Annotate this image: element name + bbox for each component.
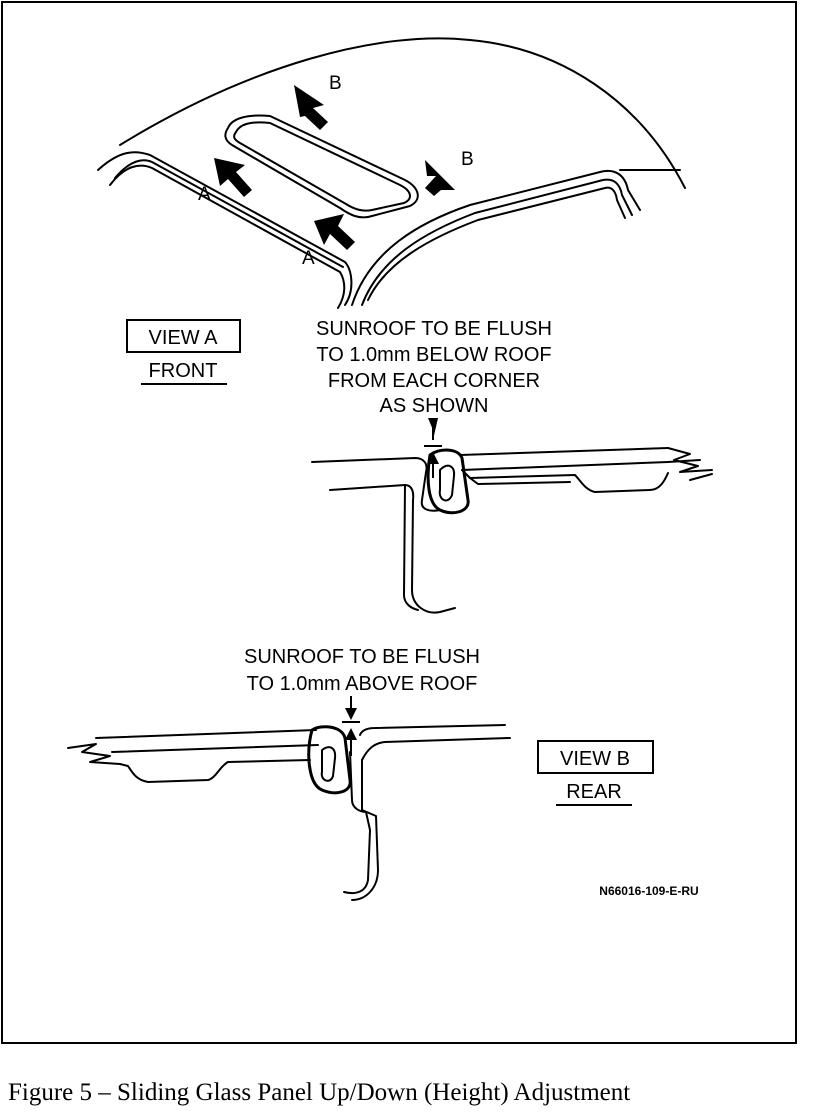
rear-label: REAR <box>566 781 622 803</box>
arrow-a-bottom-icon <box>314 214 355 250</box>
view-a-label: VIEW A <box>149 327 219 349</box>
arrow-b-right-icon <box>425 160 455 196</box>
view-b-box <box>537 740 654 774</box>
label-b-right: B <box>461 149 474 170</box>
cross-section-front <box>311 418 713 614</box>
note-a: SUNROOF TO BE FLUSH TO 1.0mm BELOW ROOF … <box>316 318 552 417</box>
label-a-bottom: A <box>302 248 315 269</box>
cross-section-rear <box>67 696 511 901</box>
dimension-b-arrow-up-icon <box>345 728 357 740</box>
front-label: FRONT <box>149 360 218 382</box>
label-b-top: B <box>329 73 342 94</box>
note-a-line-1: SUNROOF TO BE FLUSH <box>316 318 552 340</box>
view-b-label: VIEW B <box>560 748 630 770</box>
arrow-b-top-icon <box>294 85 328 130</box>
note-b-line-1: SUNROOF TO BE FLUSH <box>244 646 480 668</box>
note-b-line-2: TO 1.0mm ABOVE ROOF <box>247 673 478 695</box>
figure-frame <box>1 1 797 1044</box>
dimension-b-arrow-down-icon <box>345 708 357 720</box>
part-code: N66016-109-E-RU <box>599 884 698 898</box>
dimension-arrow-up-icon <box>427 452 439 464</box>
figure-caption: Figure 5 – Sliding Glass Panel Up/Down (… <box>8 1079 630 1106</box>
note-a-line-3: FROM EACH CORNER <box>328 370 540 392</box>
note-b: SUNROOF TO BE FLUSH TO 1.0mm ABOVE ROOF <box>244 646 480 695</box>
roof-perspective <box>97 37 686 309</box>
note-a-line-2: TO 1.0mm BELOW ROOF <box>316 344 551 366</box>
view-a-box <box>126 319 241 353</box>
arrow-a-top-icon <box>214 158 252 197</box>
note-a-line-4: AS SHOWN <box>380 395 489 417</box>
label-a-top: A <box>198 184 211 205</box>
